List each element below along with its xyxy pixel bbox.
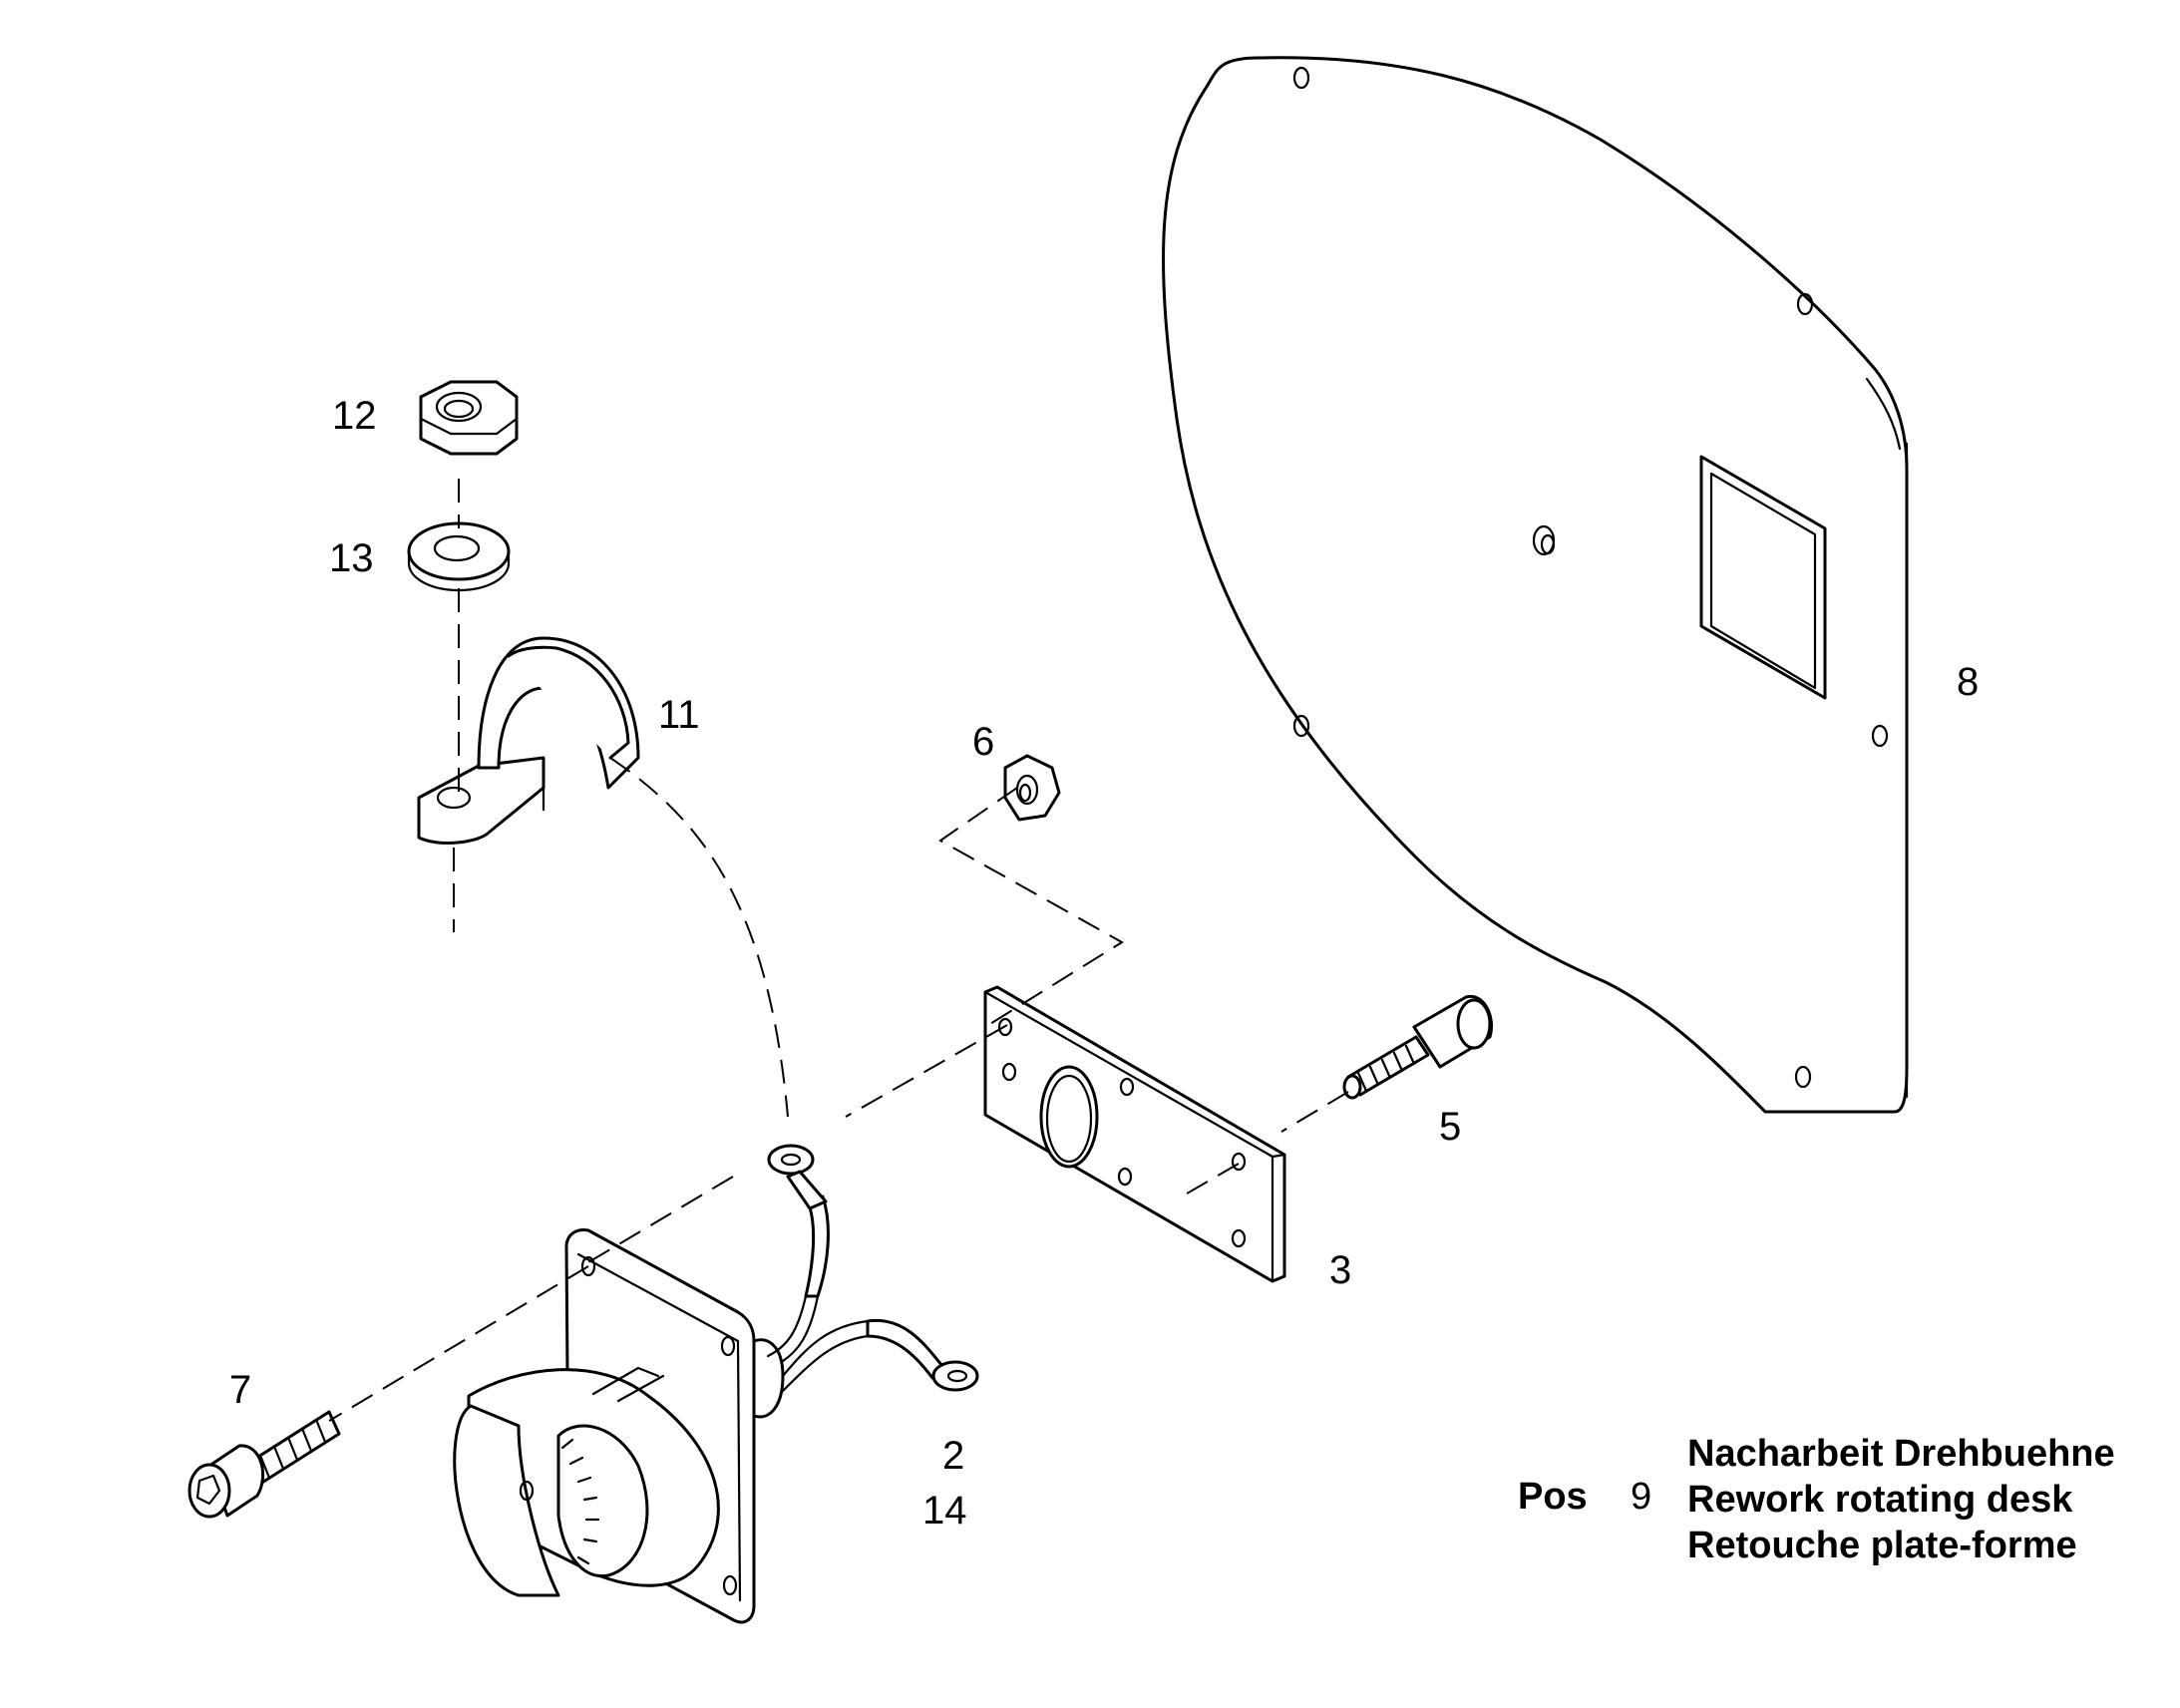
callout-11: 11 — [658, 693, 700, 737]
cable-earth-lead — [781, 1318, 979, 1393]
connector-socket — [453, 1228, 785, 1624]
callout-2: 2 — [942, 1434, 964, 1478]
callout-14: 14 — [922, 1489, 967, 1533]
rotating-desk-plate — [1162, 56, 1909, 1114]
cable-ground-lead — [766, 1144, 830, 1363]
legend-line-de: Nacharbeit Drehbuehne — [1687, 1433, 2115, 1475]
socket-screw-7 — [187, 1410, 341, 1519]
callout-13: 13 — [329, 536, 374, 580]
position-legend: Pos 9 Nacharbeit Drehbuehne Rework rotat… — [1518, 1433, 2115, 1566]
legend-pos-number: 9 — [1631, 1476, 1651, 1518]
legend-line-fr: Retouche plate-forme — [1687, 1525, 2077, 1566]
callout-5: 5 — [1439, 1105, 1461, 1149]
mounting-plate — [983, 985, 1286, 1283]
legend-line-en: Rework rotating desk — [1687, 1479, 2073, 1521]
callout-8: 8 — [1957, 660, 1979, 704]
legend-pos-label: Pos — [1518, 1476, 1588, 1518]
callout-7: 7 — [229, 1368, 251, 1412]
hex-nut-6 — [1003, 754, 1061, 822]
hex-nut-12 — [419, 380, 519, 456]
washer-13 — [407, 521, 511, 592]
socket-screw-5 — [1342, 994, 1493, 1100]
callout-12: 12 — [332, 394, 377, 438]
cable-clamp-11 — [417, 636, 640, 845]
assembly-center-lines — [328, 479, 1349, 1422]
callout-3: 3 — [1329, 1248, 1351, 1292]
callout-6: 6 — [972, 720, 994, 764]
